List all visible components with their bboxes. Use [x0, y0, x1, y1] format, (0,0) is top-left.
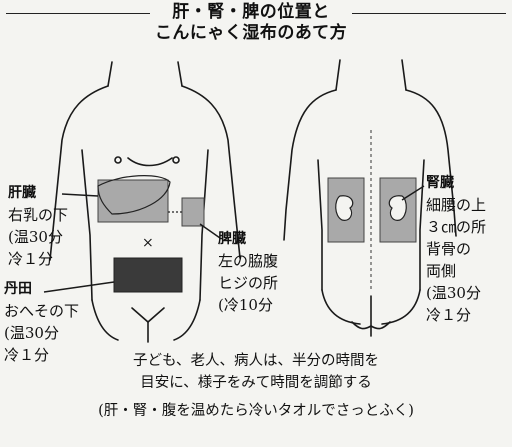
kidney-name: 腎臓 [426, 175, 454, 191]
dantian-patch [113, 257, 183, 293]
dantian-name: 丹田 [4, 281, 32, 297]
dantian-line-3: 冷１分 [4, 346, 50, 364]
kidney-label: 腎臓 細腰の上 ３㎝の所 背骨の 両側 (温30分 冷１分 [426, 172, 486, 326]
title-rule-left [6, 13, 150, 14]
title-line-1: 肝・腎・脾の位置と [172, 2, 330, 22]
kidney-line-6: 冷１分 [426, 306, 472, 324]
spleen-name: 脾臓 [218, 231, 246, 247]
dantian-label: 丹田 おへその下 (温30分 冷１分 [4, 278, 79, 366]
liver-line-2: (温30分 [8, 228, 63, 246]
liver-leader [61, 193, 99, 197]
title-area: 肝・腎・脾の位置と こんにゃく湿布のあて方 [0, 0, 512, 44]
dantian-leader [43, 281, 115, 293]
spleen-line-1: 左の脇腹 [218, 252, 279, 270]
kidney-line-4: 両側 [426, 262, 457, 280]
note-line-3: (肝・腎・腹を温めたら冷いタオルでさっとふく) [98, 403, 414, 419]
liver-organ [97, 175, 171, 215]
note-line-2: 目安に、様子をみて時間を調節する [140, 375, 372, 391]
spleen-leader [199, 223, 221, 239]
kidney-line-3: 背骨の [426, 240, 472, 258]
liver-line-1: 右乳の下 [8, 206, 69, 224]
spleen-line-3: (冷10分 [218, 296, 273, 314]
title-line-2: こんにゃく湿布のあて方 [154, 23, 348, 43]
title-rule-right [352, 13, 506, 14]
spleen-line-2: ヒジの所 [218, 274, 279, 292]
liver-line-3: 冷１分 [8, 250, 54, 268]
page-title: 肝・腎・脾の位置と こんにゃく湿布のあて方 [150, 2, 352, 44]
kidney-organ-right [388, 195, 407, 221]
dantian-line-2: (温30分 [4, 324, 59, 342]
kidney-line-5: (温30分 [426, 284, 481, 302]
dantian-line-1: おへその下 [4, 302, 80, 320]
liver-name: 肝臓 [8, 185, 36, 201]
spleen-label: 脾臓 左の脇腹 ヒジの所 (冷10分 [218, 228, 278, 316]
navel-mark: × [142, 235, 154, 251]
kidney-line-2: ３㎝の所 [426, 218, 487, 236]
kidney-line-1: 細腰の上 [426, 196, 487, 214]
kidney-organ-left [335, 195, 354, 221]
note-line-1: 子ども、老人、病人は、半分の時間を [132, 353, 380, 369]
back-body-outline [283, 59, 457, 337]
kidney-leader [401, 185, 425, 201]
liver-label: 肝臓 右乳の下 (温30分 冷１分 [8, 182, 68, 270]
spleen-patch [181, 197, 205, 227]
front-body-outline [49, 61, 241, 343]
